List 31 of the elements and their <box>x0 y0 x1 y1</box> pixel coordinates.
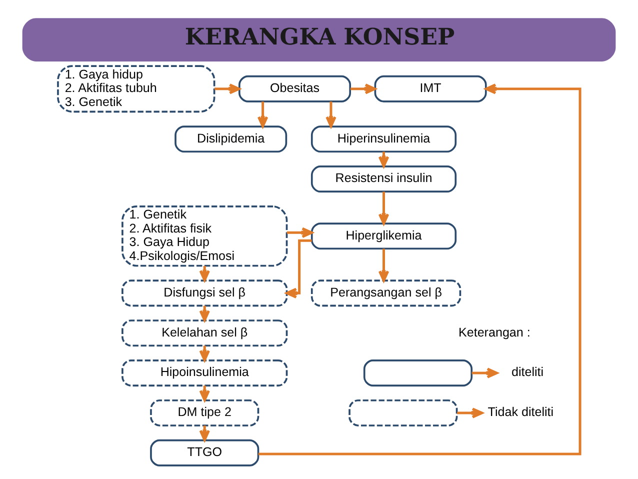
node-box: Perangsangan sel β <box>310 280 462 307</box>
node-text: Tidak diteliti <box>488 405 554 420</box>
arrow <box>286 239 312 298</box>
arrow <box>214 84 240 94</box>
node-box: Hiperglikemia <box>310 222 457 250</box>
arrow <box>378 248 390 282</box>
arrow <box>257 102 268 128</box>
node-box: Obesitas <box>238 75 351 102</box>
arrow <box>286 227 313 238</box>
arrow <box>472 368 498 378</box>
node-box: Hiperinsulinemia <box>310 126 457 153</box>
node-box: IMT <box>374 75 487 102</box>
node-box: TTGO <box>150 439 260 466</box>
node-box: Dislipidemia <box>174 126 288 153</box>
node-box: Kelelahan sel β <box>122 320 288 347</box>
node-box <box>363 360 473 386</box>
node-box <box>348 399 458 426</box>
node-text: diteliti <box>511 365 544 380</box>
arrow <box>378 192 390 225</box>
label: Keterangan : <box>458 325 530 340</box>
arrow <box>258 84 582 456</box>
node-box: Resistensi insulin <box>310 166 457 192</box>
node-box: 1. Genetik 2. Aktifitas fisik 3. Gaya Hidup 4.Psikologis/Emosi <box>122 206 288 267</box>
diagram-title: KERANGKA KONSEP <box>184 24 455 50</box>
node-box: 1. Gaya hidup 2. Aktifitas tubuh 3. Genetik <box>57 65 216 113</box>
arrow <box>350 84 376 94</box>
node-box: Disfungsi sel β <box>122 280 288 307</box>
arrow <box>326 102 336 128</box>
node-box: Hipoinsulinemia <box>122 360 288 386</box>
node-box: DM tipe 2 <box>150 399 260 426</box>
arrow <box>457 408 484 418</box>
